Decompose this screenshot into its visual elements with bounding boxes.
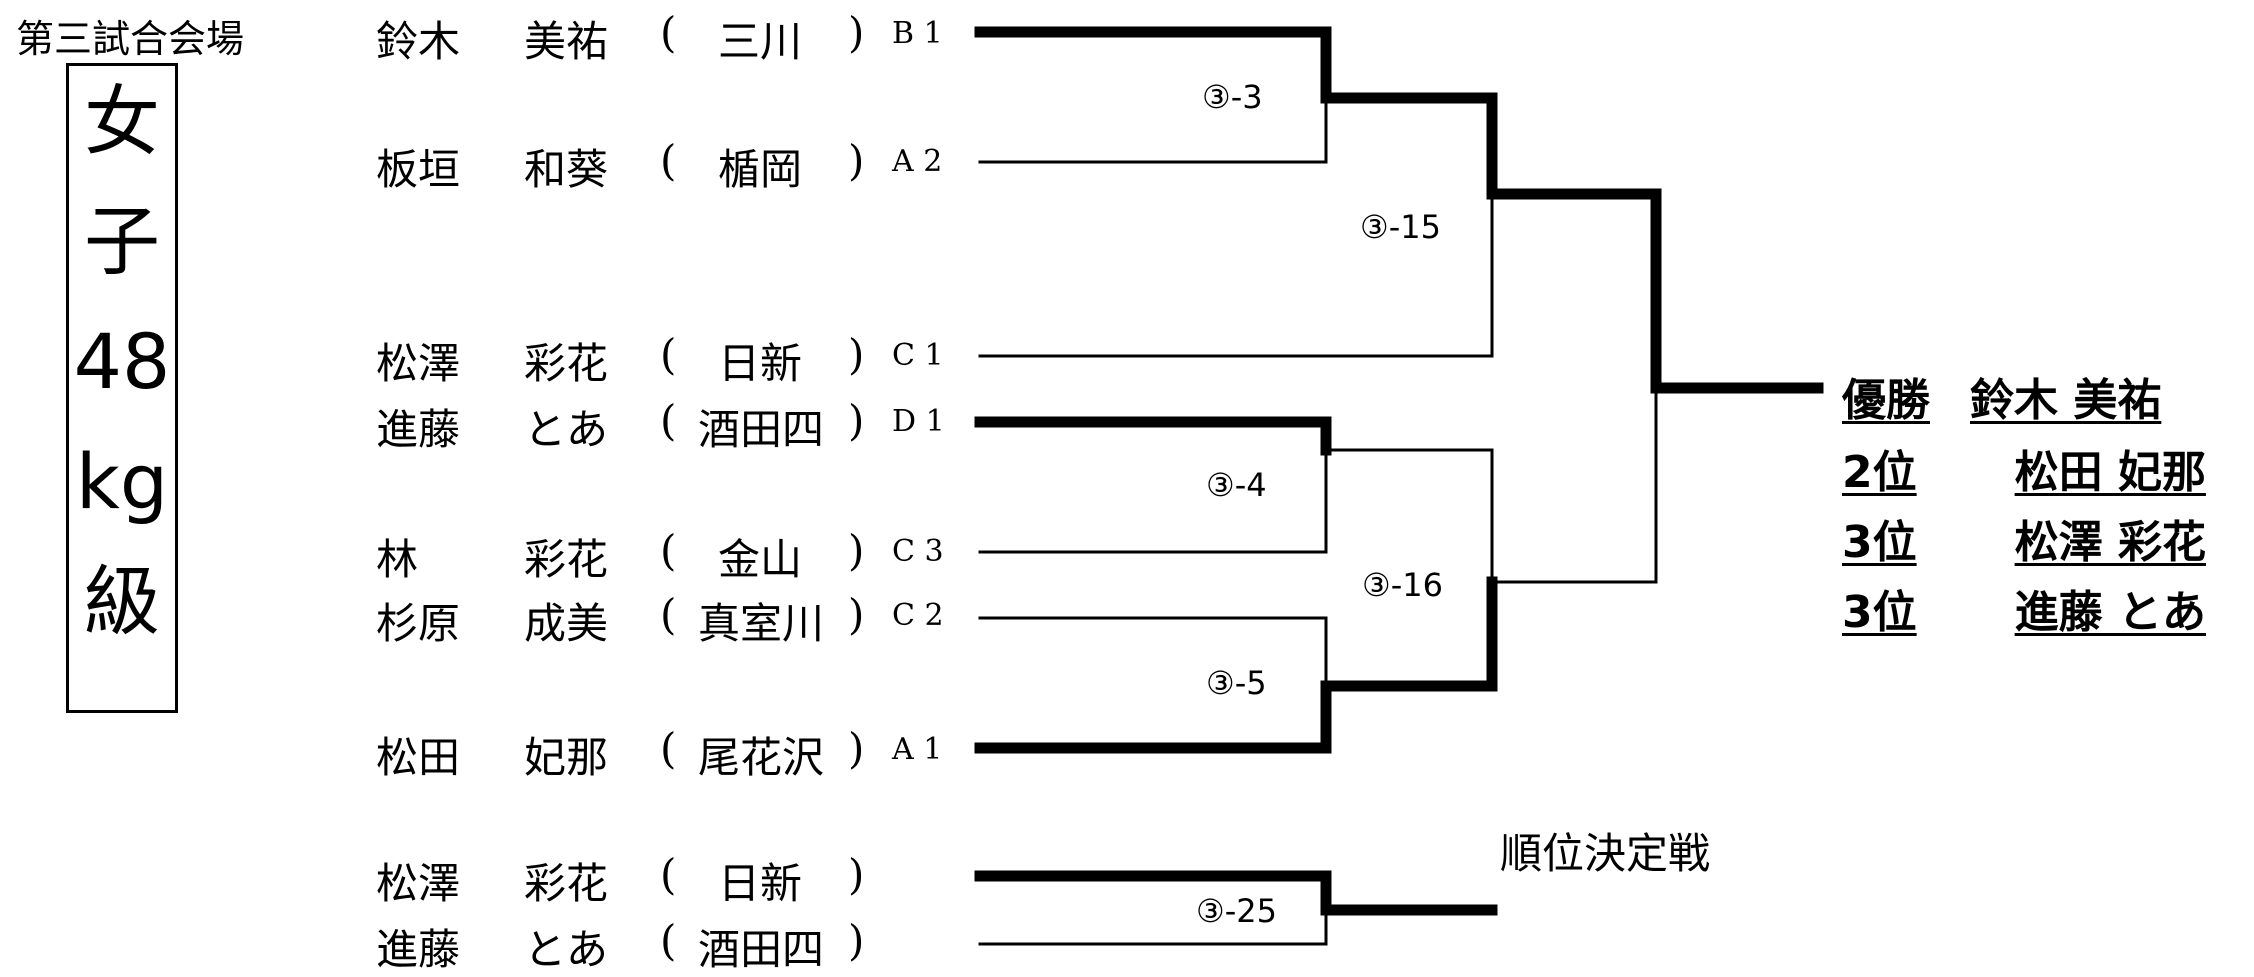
entry-given: 和葵 [524,145,609,194]
category-char-4: kg [75,437,169,526]
bracket-line-m3-bottom [978,96,1328,164]
result-third-1: 3位 松澤 彩花 [1842,506,2206,570]
entry-paren-open: ( [660,8,677,57]
entry-given: 彩花 [524,339,609,388]
entry-given: とあ [524,405,609,454]
entry-paren-close: ) [848,136,865,185]
entry-school: 日新 [718,859,803,908]
entry-surname: 杉原 [376,599,461,648]
entry-paren-close: ) [848,724,865,773]
entry-paren-close: ) [848,8,865,57]
bracket-line-m5-bottom [974,680,1332,754]
entry-seed: A 1 [892,732,943,767]
result-name: 進藤 とあ [2014,587,2206,638]
entry-school: 真室川 [698,599,825,648]
playoff-title: 順位決定戦 [1500,829,1711,878]
bracket-line-m16-bottom [1320,576,1498,692]
entry-surname: 松田 [376,733,461,782]
entry-paren-open: ( [660,136,677,185]
entry-given: とあ [524,925,609,974]
category-char-5: 級 [84,557,160,646]
entry-paren-close: ) [848,590,865,639]
entry-paren-open: ( [660,724,677,773]
entry-seed: D 1 [892,404,945,439]
bracket-line-m15-bottom [978,192,1494,358]
entry-seed: B 1 [892,16,943,51]
entry-school: 酒田四 [698,925,825,974]
entry-school: 酒田四 [698,405,825,454]
entry-given: 彩花 [524,535,609,584]
entry-paren-open: ( [660,916,677,965]
bracket-line-m4-top [974,416,1332,456]
bracket-line-m25-top [974,870,1332,916]
category-box: 女 子 48 kg 級 [66,63,178,713]
entry-surname: 林 [376,535,419,584]
entry-surname: 進藤 [376,405,461,454]
bracket-line-m3-top [974,26,1332,104]
entry-given: 妃那 [524,733,609,782]
result-second: 2位 松田 妃那 [1842,436,2206,500]
bracket-line-final-top [1486,188,1662,394]
entry-paren-close: ) [848,526,865,575]
bracket-line-m4-bottom [978,448,1328,554]
result-champion: 優勝鈴木 美祐 [1842,364,2161,428]
entry-paren-close: ) [848,396,865,445]
result-name: 松澤 彩花 [2014,517,2206,568]
entry-school: 金山 [718,535,803,584]
category-char-3: 48 [73,317,171,406]
result-rank: 3位 [1842,517,1917,568]
entry-surname: 進藤 [376,925,461,974]
category-char-1: 女 [84,77,160,166]
result-name: 松田 妃那 [2014,447,2206,498]
entry-paren-open: ( [660,850,677,899]
match-label-3-15: ③-15 [1360,208,1441,246]
entry-school: 日新 [718,339,803,388]
bracket-line-m5-top [978,616,1328,688]
entry-paren-open: ( [660,330,677,379]
entry-seed: A 2 [892,144,943,179]
category-char-2: 子 [84,197,160,286]
entry-given: 成美 [524,599,609,648]
entry-paren-open: ( [660,590,677,639]
match-label-3-16: ③-16 [1362,566,1443,604]
bracket-line-final-bottom [1490,386,1658,584]
entry-paren-close: ) [848,330,865,379]
entry-paren-open: ( [660,526,677,575]
entry-surname: 松澤 [376,859,461,908]
entry-school: 三川 [718,17,803,66]
result-rank: 優勝 [1842,375,1930,426]
entry-seed: C 1 [892,338,944,373]
match-label-3-3: ③-3 [1202,78,1263,116]
entry-given: 彩花 [524,859,609,908]
entry-seed: C 3 [892,534,944,569]
match-label-3-25: ③-25 [1196,892,1277,930]
entry-surname: 松澤 [376,339,461,388]
entry-seed: C 2 [892,598,944,633]
venue-title: 第三試合会場 [16,17,245,61]
result-rank: 3位 [1842,587,1917,638]
match-label-3-4: ③-4 [1206,466,1267,504]
bracket-line-m25-bottom [978,908,1328,946]
match-label-3-5: ③-5 [1206,664,1267,702]
entry-school: 楯岡 [718,145,803,194]
entry-paren-close: ) [848,916,865,965]
entry-given: 美祐 [524,17,609,66]
entry-surname: 鈴木 [376,17,461,66]
bracket-line-m15-top [1320,92,1498,200]
result-name: 鈴木 美祐 [1970,375,2162,426]
result-rank: 2位 [1842,447,1917,498]
entry-school: 尾花沢 [698,733,825,782]
bracket-line-m16-top [1324,448,1494,584]
entry-paren-open: ( [660,396,677,445]
result-third-2: 3位 進藤 とあ [1842,576,2206,640]
entry-surname: 板垣 [376,145,461,194]
entry-paren-close: ) [848,850,865,899]
